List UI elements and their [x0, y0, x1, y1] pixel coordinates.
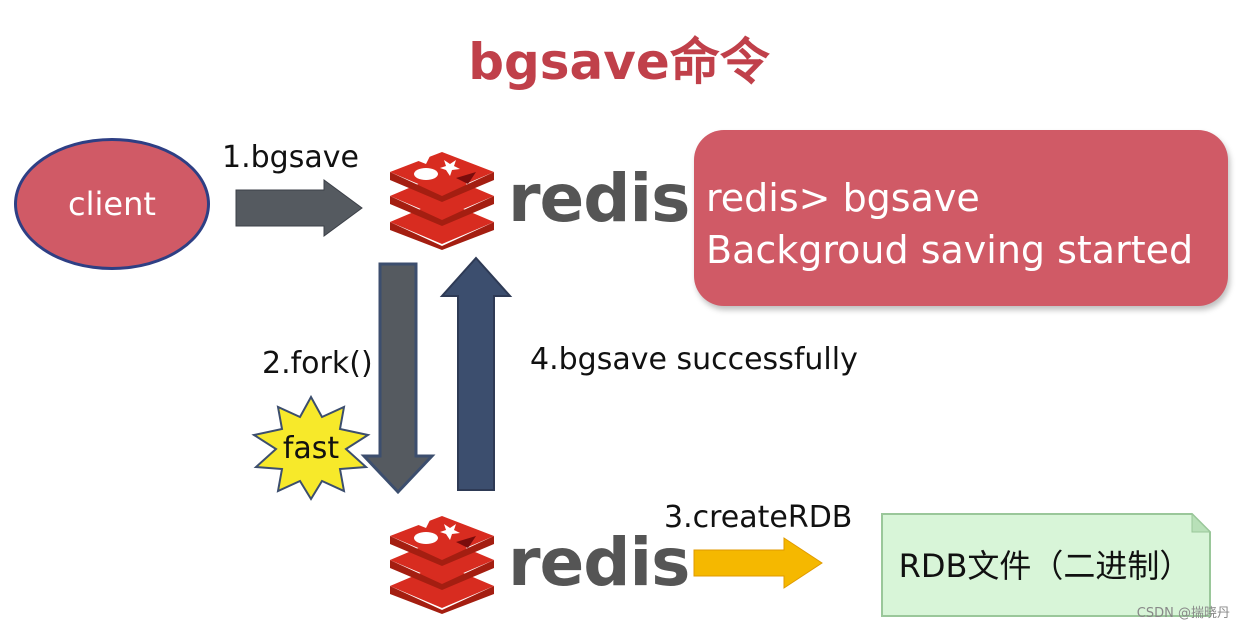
console-output-box: redis> bgsave Backgroud saving started: [694, 130, 1228, 306]
star-burst-icon: [251, 395, 371, 501]
fast-label: fast: [282, 430, 340, 466]
rdb-file-label: RDB文件（二进制）: [898, 547, 1192, 585]
redis-logo-icon: [390, 516, 494, 614]
arrow-right-icon: [235, 179, 363, 237]
console-line-2: Backgroud saving started: [706, 228, 1194, 272]
client-node: client: [14, 138, 210, 270]
console-line-1: redis> bgsave: [706, 176, 980, 220]
arrow-right-icon: [693, 537, 823, 589]
step-4-label: 4.bgsave successfully: [530, 342, 858, 377]
client-label: client: [68, 185, 156, 223]
document-icon: [881, 512, 1212, 617]
step-2-label: 2.fork(): [262, 346, 373, 381]
redis-wordmark-bottom: redis: [508, 524, 690, 601]
arrow-up-icon: [439, 256, 513, 491]
redis-logo-icon: [390, 152, 494, 250]
diagram-title: bgsave命令: [468, 33, 770, 91]
watermark: CSDN @揣晓丹: [1136, 606, 1230, 621]
redis-wordmark-top: redis: [508, 160, 690, 237]
step-1-label: 1.bgsave: [222, 140, 359, 175]
arrow-down-icon: [360, 262, 436, 495]
step-3-label: 3.createRDB: [664, 500, 853, 535]
